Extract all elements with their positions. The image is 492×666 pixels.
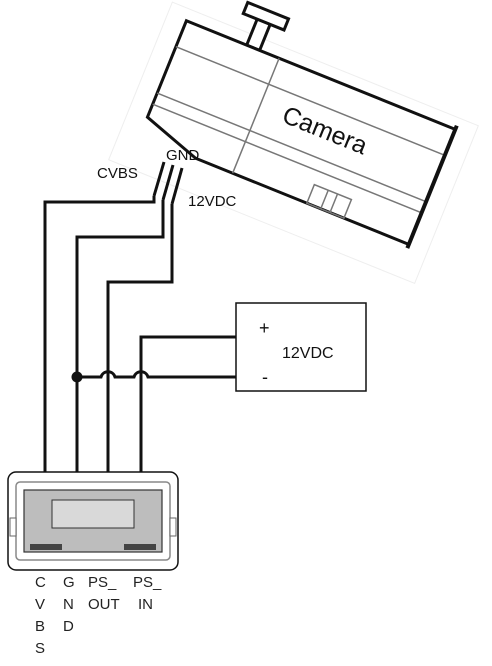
camera-cable-stub [152, 161, 184, 205]
connector [7, 471, 179, 571]
pin-cvbs-line-2: V [35, 596, 45, 613]
power-supply-minus: - [262, 367, 268, 387]
ground-junction-dot [71, 371, 83, 383]
pin-cvbs-line-4: S [35, 640, 45, 657]
power-supply-plus: + [259, 318, 270, 338]
pin-gnd-line-1: G [63, 574, 75, 591]
pin-ps-out-line-2: OUT [88, 596, 120, 613]
pin-ps-out-line-1: PS_ [88, 574, 117, 591]
pin-cvbs-line-3: B [35, 618, 45, 635]
camera: Camera [108, 0, 479, 285]
pin-gnd-line-2: N [63, 596, 74, 613]
wire-ps-out [106, 204, 174, 492]
cvbs-label: CVBS [97, 165, 138, 182]
power-supply-label: 12VDC [282, 345, 334, 362]
pin-ps-in-line-1: PS_ [133, 574, 162, 591]
camera-lens-edge [405, 124, 459, 249]
pin-gnd-line-3: D [63, 618, 74, 635]
wire-gnd [75, 200, 165, 492]
camera-body [145, 18, 458, 247]
pin-cvbs-line-1: C [35, 574, 46, 591]
power-supply: + - 12VDC [235, 302, 367, 392]
gnd-label: GND [166, 147, 200, 164]
pin-labels: C V B S G N D PS_ OUT PS_ IN [35, 574, 162, 657]
wire-ps-in [139, 335, 236, 492]
wire-ground-return [77, 370, 236, 379]
camera-power-label: 12VDC [188, 193, 237, 210]
pin-ps-in-line-2: IN [138, 596, 153, 613]
wire-cvbs [43, 196, 156, 492]
